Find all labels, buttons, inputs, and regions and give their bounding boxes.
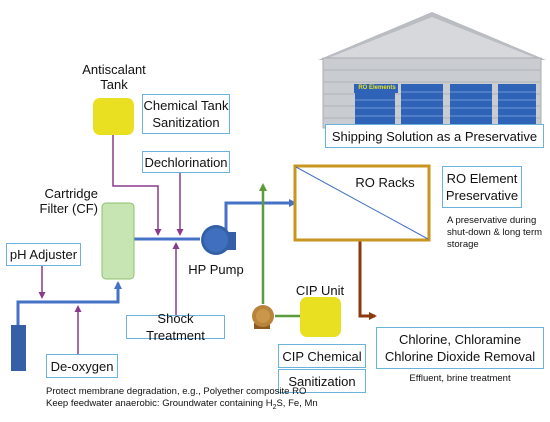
ph-adjuster-box: pH Adjuster xyxy=(6,243,81,266)
cip-chemical-box: CIP Chemical xyxy=(278,344,366,368)
chemical-tank-sanitization-box: Chemical Tank Sanitization xyxy=(142,94,230,134)
shock-treatment-box: Shock Treatment xyxy=(126,311,225,343)
dechlorination-box: Dechlorination xyxy=(142,151,230,173)
cartridge-filter xyxy=(101,202,135,280)
sanitization-box: Sanitization xyxy=(278,369,366,393)
shipping-solution-label: Shipping Solution as a Preservative xyxy=(331,128,538,144)
chemical-dosing-lines xyxy=(38,135,184,354)
concentrate-line xyxy=(358,240,377,320)
warehouse-icon xyxy=(318,12,546,129)
ro-racks-label: RO Racks xyxy=(355,175,415,190)
pump-icon xyxy=(201,225,236,255)
shipping-solution-box: Shipping Solution as a Preservative xyxy=(325,124,544,148)
antiscalant-tank-label: Antiscalant Tank xyxy=(82,62,146,92)
feed-source-tank xyxy=(11,325,26,371)
cip-pump-icon xyxy=(252,305,274,329)
effluent-note: Effluent, brine treatment xyxy=(409,373,511,384)
footer-note-anaerobic: Keep feedwater anaerobic: Groundwater co… xyxy=(46,398,318,411)
cip-line xyxy=(259,183,300,318)
cip-unit-tank xyxy=(300,297,341,337)
cartridge-filter-label: Cartridge Filter (CF) xyxy=(39,186,99,216)
ro-element-preservative-box: RO Element Preservative xyxy=(442,166,522,208)
ro-racks xyxy=(293,164,431,242)
hp-pump-label: HP Pump xyxy=(188,262,244,277)
cip-unit-label: CIP Unit xyxy=(295,283,345,298)
chlorine-removal-box: Chlorine, Chloramine Chlorine Dioxide Re… xyxy=(376,327,544,369)
de-oxygen-box: De-oxygen xyxy=(46,354,118,378)
preservative-note: A preservative during shut-down & long t… xyxy=(447,215,543,250)
warehouse-sign: RO Elements xyxy=(358,85,396,91)
footer-note-membrane: Protect membrane degradation, e.g., Poly… xyxy=(46,386,307,397)
antiscalant-tank xyxy=(93,98,134,135)
